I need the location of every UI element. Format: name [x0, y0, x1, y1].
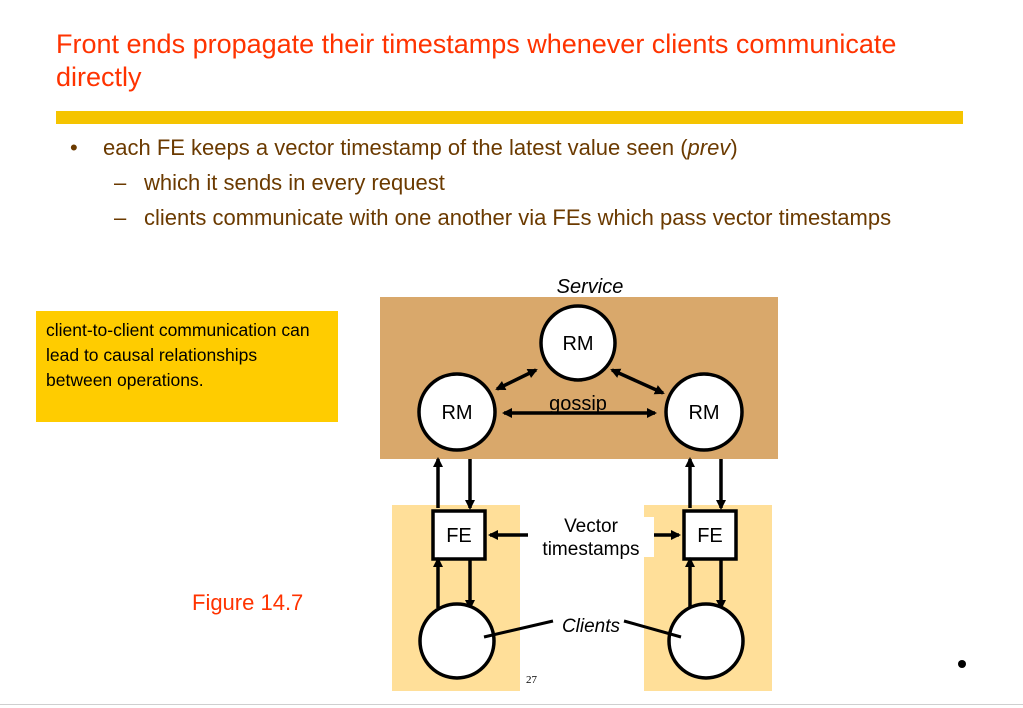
rm-left-label: RM: [441, 402, 472, 424]
rm-top-label: RM: [562, 333, 593, 355]
clients-label: Clients: [562, 616, 621, 637]
client-left-node: [418, 602, 496, 680]
client-right-node: [667, 602, 745, 680]
decorative-dot: [958, 660, 966, 668]
dash-marker: –: [114, 170, 127, 195]
bullet-text: each FE keeps a vector timestamp of the …: [103, 133, 738, 162]
sub-bullet-text: clients communicate with one another via…: [144, 205, 892, 230]
rm-right-label: RM: [688, 402, 719, 424]
fe-left-label: FE: [446, 525, 472, 547]
clients-pointer-left: [483, 619, 554, 639]
figure-caption: Figure 14.7: [192, 590, 304, 615]
bullet-marker: •: [70, 135, 78, 160]
fe-left-box: [431, 509, 487, 561]
title-underline-bar: [56, 111, 963, 124]
bullet-text-italic: prev: [687, 135, 731, 160]
fe-right-label: FE: [697, 525, 723, 547]
rm-top-node: [539, 304, 617, 382]
gossip-arrow-left: [495, 368, 538, 391]
clients-pointer-right: [623, 619, 682, 639]
gossip-arrow-right: [610, 368, 665, 395]
service-label: Service: [557, 276, 624, 298]
vector-label-bg: [528, 517, 654, 557]
rm-right-node: [664, 372, 744, 452]
sub-bullet-text: which it sends in every request: [144, 170, 445, 195]
vector-label-line1: Vector: [564, 516, 619, 537]
fe-right-box: [682, 509, 738, 561]
bullet-text-suffix: ): [730, 135, 738, 160]
page-number: 27: [526, 674, 537, 686]
rm-left-node: [417, 372, 497, 452]
bottom-divider: [0, 704, 1023, 705]
slide-title: Front ends propagate their timestamps wh…: [56, 29, 897, 92]
vector-label-line2: timestamps: [542, 539, 639, 560]
gossip-label: gossip: [549, 393, 607, 415]
dash-marker: –: [114, 205, 127, 230]
callout-box: client-to-client communication can lead …: [36, 311, 338, 422]
bullet-text-prefix: each FE keeps a vector timestamp of the …: [103, 135, 688, 160]
